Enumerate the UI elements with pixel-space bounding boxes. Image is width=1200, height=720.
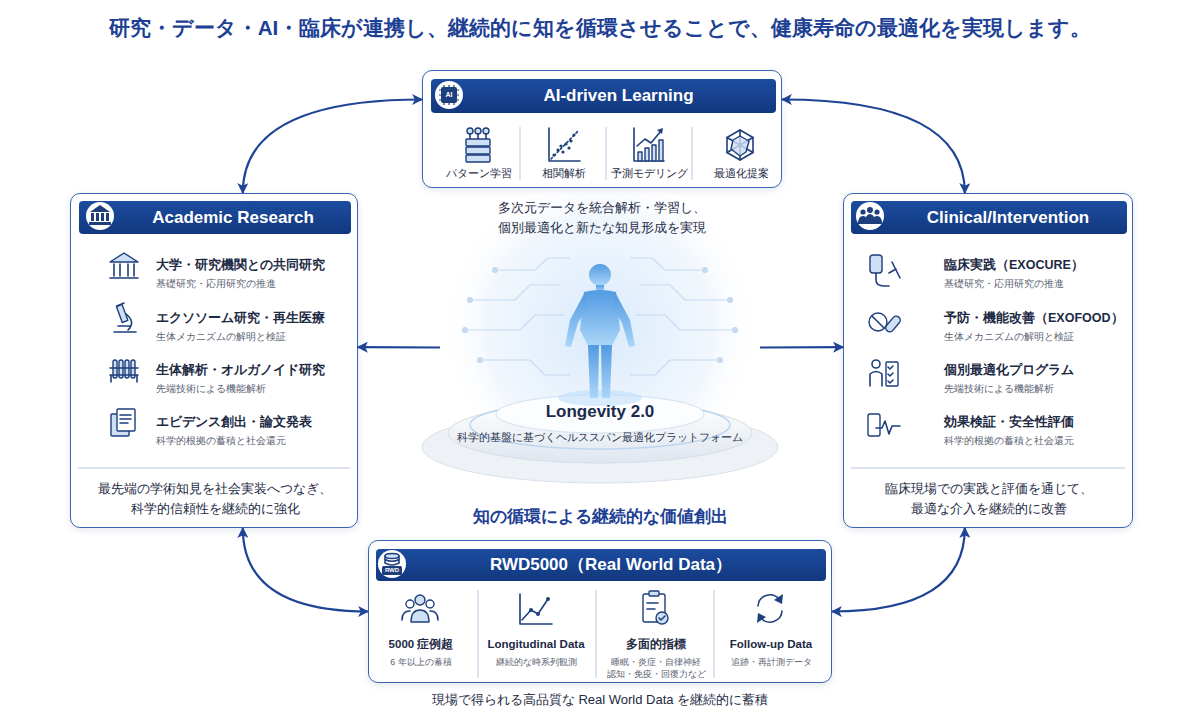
diagram-title: 研究・データ・AI・臨床が連携し、継続的に知を循環させることで、健康寿命の最適化…	[0, 14, 1200, 42]
connector-arrow	[832, 528, 965, 612]
item-label: 最適化提案	[701, 166, 781, 181]
human-figure	[601, 345, 612, 398]
center-caption: 知の循環による継続的な価値創出	[400, 506, 800, 529]
connector-arrow	[243, 528, 368, 612]
platform	[422, 390, 778, 483]
item-subtitle: 生体メカニズムの解明と検証	[156, 330, 286, 344]
connector-arrow	[760, 346, 843, 349]
glow-sphere	[440, 170, 760, 490]
item-title: エクソソーム研究・再生医療	[156, 310, 325, 327]
circuit-lines	[630, 258, 705, 270]
header-band: Clinical/Intervention	[851, 201, 1127, 234]
item-title: 個別最適化プログラム	[944, 362, 1074, 379]
circuit-lines	[718, 358, 723, 363]
item-title: 大学・研究機関との共同研究	[156, 257, 325, 274]
circuit-lines	[728, 298, 733, 303]
item-subtitle: 基礎研究・応用研究の推進	[156, 277, 276, 291]
item-title: エビデンス創出・論文発表	[156, 414, 312, 431]
item-label: 相関解析	[524, 166, 604, 181]
description-note: 多次元データを統合解析・学習し、 個別最適化と新たな知見形成を実現	[472, 198, 732, 238]
circuit-lines	[630, 360, 720, 375]
connector-arrow	[782, 100, 965, 194]
human-figure	[588, 345, 599, 398]
item-subtitle: 科学的根拠の蓄積と社会還元	[944, 434, 1074, 448]
data-title: 5000 症例超	[363, 637, 479, 653]
data-subtitle: 追跡・再計測データ	[713, 656, 829, 668]
academic-box: 大学・研究機関との共同研究基礎研究・応用研究の推進エクソソーム研究・再生医療生体…	[70, 193, 358, 528]
item-label: パターン学習	[439, 166, 519, 181]
circuit-lines	[465, 315, 565, 330]
data-subtitle: 継続的な時系列観測	[478, 656, 594, 668]
circuit-lines	[463, 258, 738, 375]
data-title: Longitudinal Data	[478, 637, 594, 653]
circuit-lines	[478, 358, 483, 363]
glow-sphere	[440, 170, 760, 490]
circuit-lines	[468, 298, 473, 303]
data-title: Follow-up Data	[713, 637, 829, 653]
item-label: 予測モデリング	[609, 166, 689, 181]
header-band: RWD5000（Real World Data）	[376, 549, 826, 581]
human-figure	[611, 294, 635, 347]
item-title: 効果検証・安全性評価	[944, 414, 1074, 431]
icon-label: AI	[439, 90, 459, 100]
item-subtitle: 基礎研究・応用研究の推進	[944, 277, 1064, 291]
human-figure	[580, 290, 620, 346]
header-text: Academic Research	[115, 201, 351, 234]
platform-subtitle: 科学的基盤に基づくヘルススパン最適化プラットフォーム	[440, 430, 760, 444]
ai-learning-box: パターン学習相関解析予測モデリング最適化提案 AI-driven Learning	[422, 70, 782, 188]
item-title: 臨床実践（EXOCURE）	[944, 257, 1084, 274]
circuit-lines	[640, 285, 730, 300]
item-title: 生体解析・オルガノイド研究	[156, 362, 325, 379]
description-note: 現場で得られる高品質な Real World Data を継続的に蓄積	[350, 690, 850, 710]
header-text: AI-driven Learning	[461, 79, 776, 113]
box-footer: 臨床現場での実践と評価を通じて、 最適な介入を継続的に改善	[864, 479, 1114, 519]
item-subtitle: 先端技術による機能解析	[944, 382, 1054, 396]
human-figure	[565, 294, 589, 347]
data-title: 多面的指標	[598, 637, 714, 653]
circuit-lines	[470, 285, 560, 300]
rwd-box: 5000 症例超6 年以上の蓄積Longitudinal Data継続的な時系列…	[368, 540, 832, 683]
header-text: RWD5000（Real World Data）	[396, 549, 826, 581]
data-subtitle: 睡眠・炎症・自律神経 認知・免疫・回復力など	[604, 656, 708, 680]
header-text: Clinical/Intervention	[889, 201, 1127, 234]
data-subtitle: 6 年以上の蓄積	[363, 656, 479, 668]
circuit-lines	[733, 328, 738, 333]
header-band: Academic Research	[79, 201, 351, 234]
icon-label: RWD	[382, 566, 402, 574]
platform-node: Longevity 2.0 科学的基盤に基づくヘルススパン最適化プラットフォーム	[440, 235, 760, 460]
platform-title: Longevity 2.0	[440, 401, 760, 424]
box-footer: 最先端の学術知見を社会実装へつなぎ、 科学的信頼性を継続的に強化	[90, 479, 340, 519]
header-band: AI-driven Learning	[431, 79, 776, 113]
human-figure	[565, 264, 635, 398]
human-figure	[589, 264, 611, 286]
item-subtitle: 生体メカニズムの解明と検証	[944, 330, 1074, 344]
circuit-lines	[480, 360, 570, 375]
item-title: 予防・機能改善（EXOFOOD）	[944, 310, 1124, 327]
item-subtitle: 科学的根拠の蓄積と社会還元	[156, 434, 286, 448]
circuit-lines	[635, 315, 735, 330]
clinical-box: 臨床実践（EXOCURE） 基礎研究・応用研究の推進予防・機能改善（EXOFOOD…	[843, 193, 1133, 528]
item-subtitle: 先端技術による機能解析	[156, 382, 266, 396]
circuit-lines	[703, 268, 708, 273]
circuit-lines	[493, 268, 498, 273]
circuit-lines	[495, 258, 570, 270]
circuit-lines	[463, 328, 468, 333]
connector-arrow	[243, 100, 422, 194]
connector-arrow	[358, 346, 440, 349]
